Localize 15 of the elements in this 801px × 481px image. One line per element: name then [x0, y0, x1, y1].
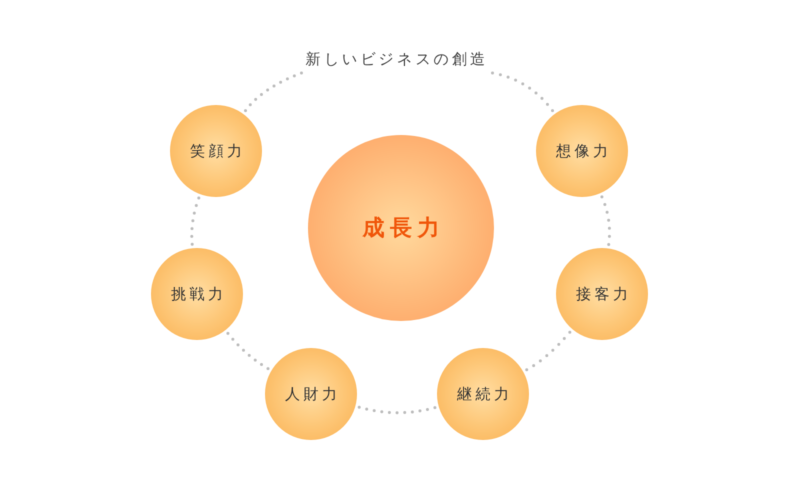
- dotted-connector: [226, 332, 270, 370]
- dotted-connector: [525, 330, 572, 372]
- circle-node: 人財力: [265, 348, 357, 440]
- center-circle: 成長力: [308, 135, 494, 321]
- dotted-connector: [600, 195, 612, 246]
- dotted-connector: [190, 196, 200, 246]
- dotted-connector: [491, 72, 554, 112]
- circle-node: 笑顔力: [170, 105, 262, 197]
- dotted-connector: [358, 406, 436, 414]
- heading: 新しいビジネスの創造: [306, 49, 488, 69]
- circle-node: 想像力: [536, 105, 628, 197]
- circle-node: 挑戦力: [151, 248, 243, 340]
- circle-node: 継続力: [437, 348, 529, 440]
- circle-node: 接客力: [556, 248, 648, 340]
- dotted-connector: [244, 72, 303, 112]
